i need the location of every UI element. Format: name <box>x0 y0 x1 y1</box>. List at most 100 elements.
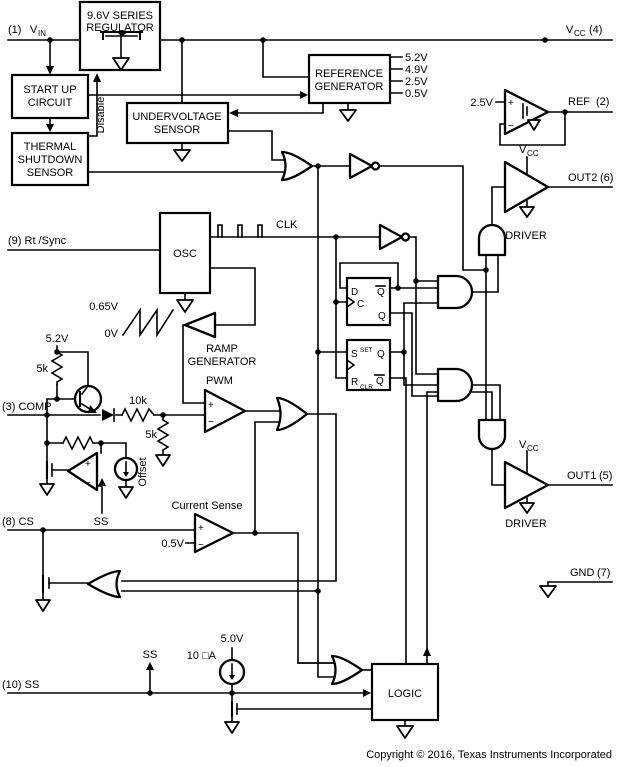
undervoltage-label-2: SENSOR <box>154 124 201 136</box>
series-regulator-block <box>78 0 162 72</box>
current-sense-label: Current Sense <box>172 500 243 512</box>
pin-vin-name: V <box>30 24 38 36</box>
undervoltage-label-1: UNDERVOLTAGE <box>132 111 221 123</box>
wires <box>7 39 613 727</box>
pin-vin-sub: IN <box>38 29 46 38</box>
latch-r-label: R <box>351 377 358 388</box>
out2-vcc-sub: CC <box>527 149 539 158</box>
ss-current-source <box>218 658 246 686</box>
ramp-generator-buffer <box>183 311 217 339</box>
thermal-label-3: SENSOR <box>27 167 74 179</box>
pwm-minus: − <box>208 417 214 428</box>
ref-buffer-amp <box>503 88 550 136</box>
ramp-label-2: GENERATOR <box>188 356 257 368</box>
refgen-out-4v9: 4.9V <box>405 64 428 76</box>
ss-rail-label: SS <box>143 649 158 661</box>
out1-driver-label: DRIVER <box>505 518 547 530</box>
pwm-plus: + <box>208 400 214 411</box>
pin-out1-name: OUT1 <box>567 470 596 482</box>
ramp-high-label: 0.65V <box>89 301 118 313</box>
refgen-out-0v5: 0.5V <box>405 88 428 100</box>
clamp-plus: + <box>85 459 91 470</box>
out1-vcc-name: V <box>519 439 527 451</box>
clk-inverter <box>378 223 411 251</box>
offset-current-source <box>113 456 139 499</box>
pwm-or-gate <box>275 396 309 432</box>
ff-c-label: C <box>357 299 364 310</box>
ramp-low-label: 0V <box>105 328 119 340</box>
comp-pullup-label: 5.2V <box>46 333 69 345</box>
fault-inverter <box>348 152 381 180</box>
pwm-latch <box>345 338 392 392</box>
pin-out2-name: OUT2 <box>568 172 597 184</box>
osc-label: OSC <box>173 248 197 260</box>
cs-discharge-mosfet <box>35 575 51 612</box>
startup-block <box>10 73 90 120</box>
startup-label-2: CIRCUIT <box>28 97 73 109</box>
pwm-comparator <box>203 388 247 434</box>
out1-vcc-sub: CC <box>527 444 539 453</box>
resistors <box>50 350 171 467</box>
latch-qbar-label: Q <box>376 376 384 387</box>
current-sense-comparator <box>193 512 235 554</box>
pin-gnd-name: GND <box>570 567 595 579</box>
regulator-label-2: REGULATOR <box>86 22 153 34</box>
pin-ref-name: REF <box>568 96 590 108</box>
out1-and-gate <box>477 418 507 451</box>
refgen-out-5v2: 5.2V <box>405 52 428 64</box>
ff-q-label: Q <box>378 311 386 322</box>
ss-voltage-label: 5.0V <box>221 633 244 645</box>
ref-amp-minus: − <box>508 121 514 132</box>
clk-label: CLK <box>276 219 298 231</box>
cs-or-gate <box>86 569 122 599</box>
junction-dots <box>40 37 568 696</box>
refgen-label-1: REFERENCE <box>315 68 383 80</box>
ref-amp-input-label: 2.5V <box>470 97 493 109</box>
fault-or-gate <box>280 150 314 182</box>
ff-d-label: D <box>351 287 358 298</box>
pin-ss-label: (10) SS <box>2 679 39 691</box>
pin-ref-num: (2) <box>596 96 609 108</box>
clamp-minus: − <box>85 478 91 489</box>
ramp-waveform-icon <box>121 307 175 338</box>
refgen-block <box>307 53 403 122</box>
pin-vcc-sub: CC <box>574 29 586 38</box>
ref-amp-plus: + <box>508 98 514 109</box>
pin-comp-label: (3) COMP <box>2 401 52 413</box>
pin-vin-num: (1) <box>8 24 21 36</box>
comp-transistor <box>73 384 103 414</box>
latch-clr-label: CLR <box>360 384 373 391</box>
pin-gnd-num: (7) <box>597 567 610 579</box>
ff-qbar-label: Q <box>377 287 385 298</box>
out2-driver <box>503 160 550 218</box>
gnd-pin-symbol <box>539 585 557 598</box>
copyright-text: Copyright © 2016, Texas Instruments Inco… <box>366 749 612 761</box>
refgen-out-2v5: 2.5V <box>405 76 428 88</box>
r-pullup-label: 5k <box>36 363 48 375</box>
pulse-steering-and-bottom <box>436 367 474 403</box>
logic-block <box>370 662 440 739</box>
pin-out1-num: (5) <box>599 470 612 482</box>
ss-discharge-mosfet <box>224 701 240 734</box>
softstart-clamp-amp <box>39 451 99 496</box>
cs-threshold-label: 0.5V <box>161 538 184 550</box>
logic-or-gate <box>330 654 364 686</box>
pin-vcc-num: (4) <box>589 24 602 36</box>
undervoltage-block <box>125 101 230 162</box>
disable-label: Disable <box>95 97 107 134</box>
arrowheads <box>46 60 431 697</box>
out2-driver-label: DRIVER <box>505 230 547 242</box>
r-series-label: 10k <box>129 395 147 407</box>
ss-clamp-label: SS <box>94 516 109 528</box>
thermal-block <box>10 131 90 187</box>
latch-set-label: SET <box>360 347 373 354</box>
pin-cs-label: (8) CS <box>2 516 34 528</box>
startup-label-1: START UP <box>23 84 76 96</box>
pulse-steering-and-top <box>436 274 474 310</box>
refgen-label-2: GENERATOR <box>315 81 384 93</box>
out1-driver <box>503 460 550 514</box>
cs-plus: + <box>198 523 204 534</box>
cs-minus: − <box>198 540 204 551</box>
